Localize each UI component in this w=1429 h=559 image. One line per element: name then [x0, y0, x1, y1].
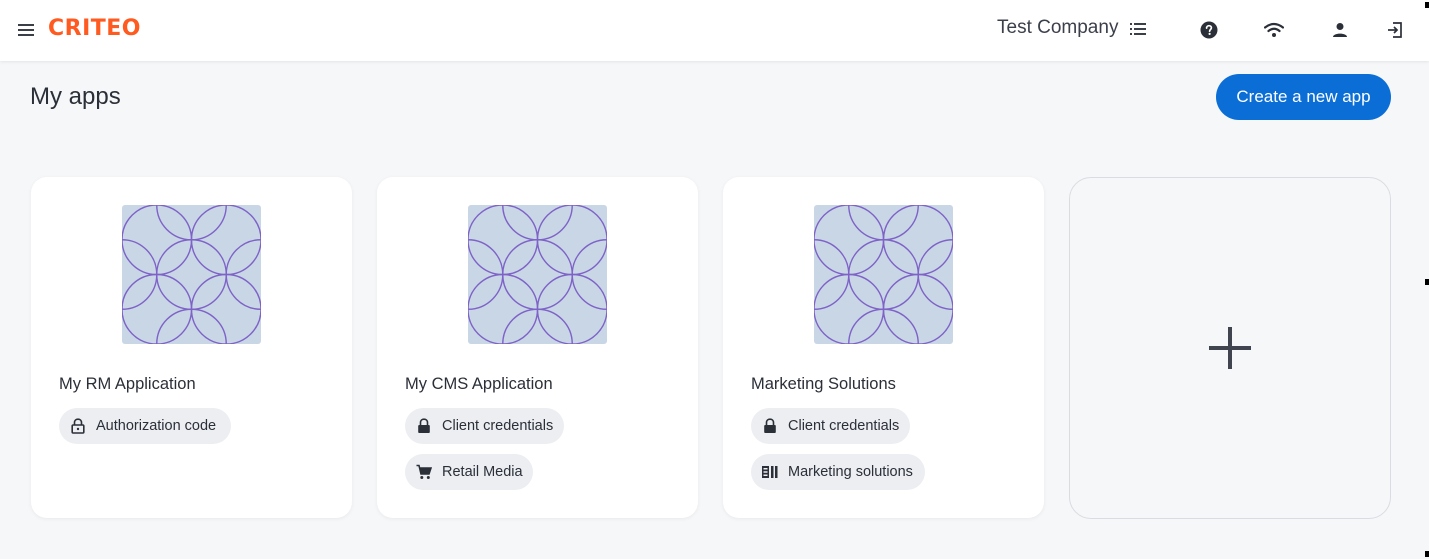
auth-type-chip: Client credentials [405, 408, 564, 444]
app-name: Marketing Solutions [751, 375, 896, 393]
page-title: My apps [30, 83, 121, 110]
top-bar: CRITEO Test Company [0, 0, 1429, 61]
chip-label: Marketing solutions [788, 464, 913, 480]
logout-icon[interactable] [1384, 19, 1406, 41]
create-new-app-button[interactable]: Create a new app [1216, 74, 1391, 120]
app-card-my-rm-application[interactable]: My RM Application Authorization code [31, 177, 352, 518]
lock-icon [415, 417, 433, 435]
api-type-chip: Marketing solutions [751, 454, 925, 490]
app-card-my-cms-application[interactable]: My CMS Application Client credentials Re… [377, 177, 698, 518]
list-icon[interactable] [1130, 22, 1148, 38]
auth-type-chip: Authorization code [59, 408, 231, 444]
api-type-chip: Retail Media [405, 454, 533, 490]
chip-label: Retail Media [442, 464, 523, 480]
wifi-icon[interactable] [1263, 19, 1285, 41]
chip-label: Authorization code [96, 418, 217, 434]
lock-open-outline-icon [69, 417, 87, 435]
criteo-logo[interactable]: CRITEO [48, 16, 142, 41]
lock-icon [761, 417, 779, 435]
app-name: My CMS Application [405, 375, 553, 393]
company-selector[interactable]: Test Company [997, 17, 1119, 38]
help-icon[interactable] [1198, 19, 1220, 41]
chip-label: Client credentials [788, 418, 900, 434]
add-app-card[interactable] [1069, 177, 1391, 519]
menu-icon[interactable] [16, 20, 36, 40]
edge-marker [1425, 551, 1429, 557]
app-pattern-image [814, 205, 953, 344]
user-icon[interactable] [1329, 19, 1351, 41]
edge-marker [1425, 279, 1429, 285]
app-pattern-image [468, 205, 607, 344]
plus-icon [1209, 327, 1251, 369]
chip-label: Client credentials [442, 418, 554, 434]
auth-type-chip: Client credentials [751, 408, 910, 444]
app-pattern-image [122, 205, 261, 344]
edge-marker [1425, 2, 1429, 8]
cart-icon [415, 463, 433, 481]
marketing-icon [761, 463, 779, 481]
app-card-marketing-solutions[interactable]: Marketing Solutions Client credentials M… [723, 177, 1044, 518]
app-name: My RM Application [59, 375, 196, 393]
